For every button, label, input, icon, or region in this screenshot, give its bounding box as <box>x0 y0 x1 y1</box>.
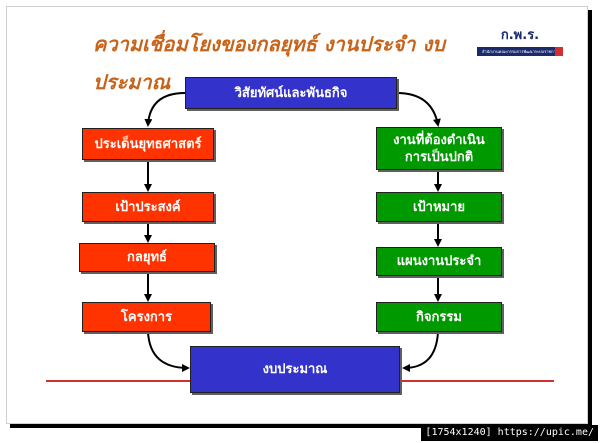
arrow-left-to-bottom <box>147 331 190 372</box>
box-strategic-issue: ประเด็นยุทธศาสตร์ <box>82 128 214 160</box>
box-target: เป้าหมาย <box>376 192 502 222</box>
box-strategy: กลยุทธ์ <box>79 243 215 272</box>
logo-bar: สำนักงานคณะกรรมการพัฒนาระบบราชการ <box>477 47 563 56</box>
slide-title: ความเชื่อมโยงของกลยุทธ์ งานประจำ งบประมา… <box>93 32 445 94</box>
box-project: โครงการ <box>82 302 211 332</box>
arrow-top-to-right <box>396 92 441 127</box>
box-routine-work: งานที่ต้องดำเนินการเป็นปกติ <box>376 127 502 170</box>
opdc-logo: ก.พ.ร. สำนักงานคณะกรรมการพัฒนาระบบราชการ <box>477 25 563 57</box>
arrow-right-to-bottom <box>402 331 439 372</box>
box-activity: กิจกรรม <box>376 302 502 332</box>
logo-text: ก.พ.ร. <box>500 28 540 43</box>
image-info-footer: [1754x1240] https://upic.me/ <box>421 425 598 441</box>
arrow-top-to-left <box>144 92 186 127</box>
box-budget: งบประมาณ <box>190 346 400 393</box>
box-vision-mission: วิสัยทัศน์และพันธกิจ <box>185 77 397 109</box>
box-routine-plan: แผนงานประจำ <box>376 247 502 276</box>
logo-accent <box>555 47 563 56</box>
box-goal: เป้าประสงค์ <box>82 192 214 222</box>
